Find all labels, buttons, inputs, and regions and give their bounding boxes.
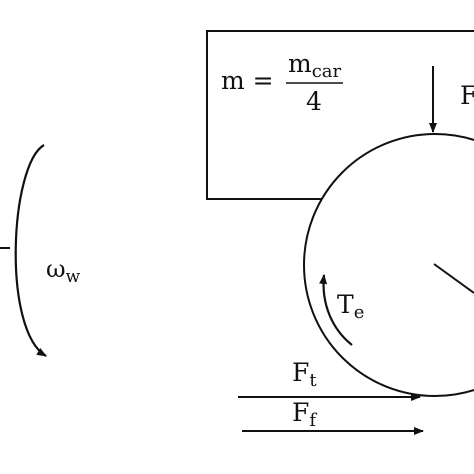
angular-velocity-group: ωw <box>0 144 81 357</box>
friction-symbol: F <box>292 398 309 427</box>
torque-subscript: e <box>354 302 365 323</box>
svg-text:ωw: ωw <box>46 255 81 287</box>
traction-subscript: t <box>309 370 317 391</box>
friction-force-group: Ff <box>242 398 424 435</box>
mass-numerator-subscript: car <box>312 61 342 82</box>
svg-text:mcar: mcar <box>288 49 342 82</box>
normal-force-label: F <box>460 81 474 110</box>
wheel-radius-line <box>433 263 474 294</box>
svg-text:Ft: Ft <box>292 358 317 391</box>
mass-box-group: m = mcar 4 <box>206 30 474 200</box>
mass-numerator: m <box>288 49 312 78</box>
omega-subscript: w <box>66 267 81 287</box>
traction-symbol: F <box>292 358 309 387</box>
torque-symbol: T <box>337 290 354 319</box>
engine-torque-group: Te <box>319 274 364 346</box>
friction-subscript: f <box>309 410 317 431</box>
engine-torque-arrow <box>319 274 353 346</box>
traction-force-group: Ft <box>238 358 421 401</box>
svg-text:Ff: Ff <box>292 398 317 431</box>
mass-denominator: 4 <box>306 87 322 116</box>
mass-lhs: m = <box>221 66 274 95</box>
wheel <box>303 133 474 397</box>
omega-symbol: ω <box>46 255 66 283</box>
svg-text:Te: Te <box>337 290 364 323</box>
angular-velocity-arrow <box>14 144 47 357</box>
